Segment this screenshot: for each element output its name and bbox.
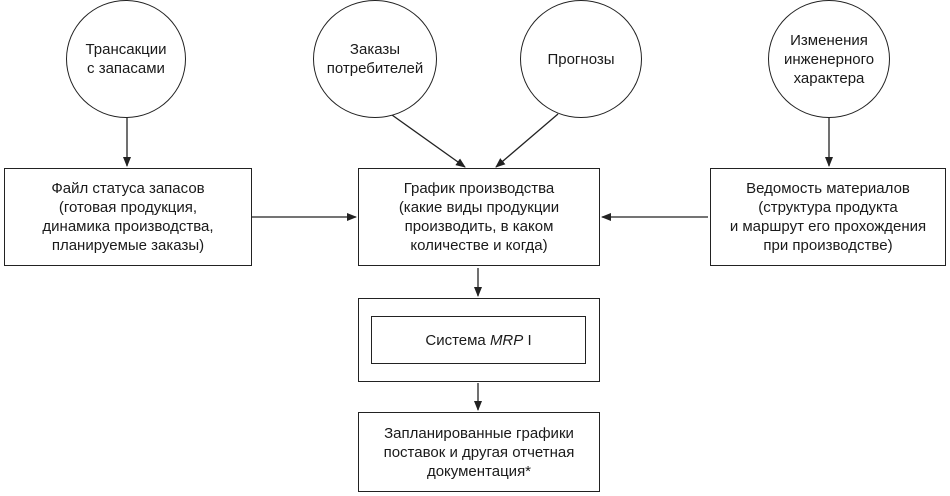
- bill-of-materials-box: Ведомость материалов (структура продукта…: [710, 168, 946, 266]
- mrp-system-name: MRP: [489, 331, 524, 349]
- planned-reports-box: Запланированные графики поставок и друга…: [358, 412, 600, 492]
- customer-orders-label: Заказы потребителей: [326, 41, 424, 77]
- arrow-forecasts-to-schedule: [495, 113, 559, 168]
- mrp-system-prefix: Система: [425, 331, 490, 349]
- inventory-transactions-label: Трансакции с запасами: [85, 41, 167, 77]
- inventory-transactions-circle: Трансакции с запасами: [66, 0, 186, 118]
- mrp-system-label: Система MRP I: [425, 332, 531, 349]
- production-schedule-label: График производства (какие виды продукци…: [398, 180, 560, 254]
- forecasts-label: Прогнозы: [547, 50, 615, 68]
- production-schedule-box: График производства (какие виды продукци…: [358, 168, 600, 266]
- customer-orders-circle: Заказы потребителей: [313, 0, 437, 118]
- engineering-changes-circle: Изменения инженерного характера: [768, 0, 890, 118]
- forecasts-circle: Прогнозы: [520, 0, 642, 118]
- inventory-status-file-box: Файл статуса запасов (готовая продукция,…: [4, 168, 252, 266]
- mrp-system-suffix: I: [523, 331, 532, 349]
- mrp-system-inner-box: Система MRP I: [371, 316, 586, 364]
- bill-of-materials-label: Ведомость материалов (структура продукта…: [729, 180, 927, 254]
- engineering-changes-label: Изменения инженерного характера: [783, 31, 875, 87]
- inventory-status-file-label: Файл статуса запасов (готовая продукция,…: [42, 180, 214, 254]
- arrow-orders-to-schedule: [391, 114, 466, 168]
- planned-reports-label: Запланированные графики поставок и друга…: [383, 424, 575, 480]
